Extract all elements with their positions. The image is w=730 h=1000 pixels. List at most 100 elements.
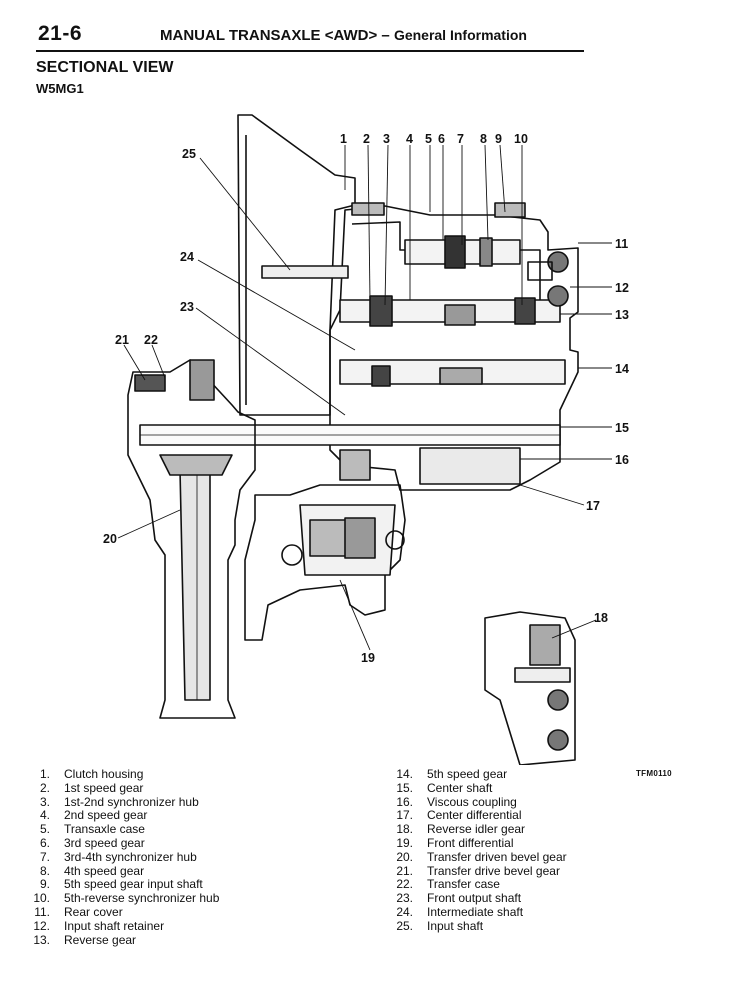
legend-item-number: 1.: [39, 767, 50, 781]
callout-numbers: 1 2 3 4 5 6 7 8 9 10 11 12 13 14 15 16 1…: [103, 132, 629, 665]
legend-item-label: Transfer driven bevel gear: [427, 849, 567, 864]
callout-14: 14: [615, 362, 629, 376]
legend-item: 15. Center shaft: [385, 780, 567, 796]
callout-16: 16: [615, 453, 629, 467]
callout-3: 3: [383, 132, 390, 146]
legend-item-label: 3rd speed gear: [64, 835, 145, 850]
legend-item-label: Transaxle case: [64, 822, 145, 837]
legend-item-label: Clutch housing: [64, 767, 144, 781]
header-title-main: MANUAL TRANSAXLE <AWD>: [160, 27, 378, 44]
legend-item: 22. Transfer case: [385, 878, 567, 892]
legend-item-number: 20.: [396, 849, 413, 864]
callout-15: 15: [615, 421, 629, 435]
callout-19: 19: [361, 651, 375, 665]
legend-item: 17. Center differential: [385, 809, 567, 823]
legend-item-label: 5th speed gear input shaft: [64, 877, 203, 892]
legend-item-number: 2.: [39, 780, 50, 795]
legend-item-number: 24.: [396, 904, 413, 919]
legend-item-number: 22.: [396, 877, 413, 892]
callout-11: 11: [615, 237, 628, 251]
legend-item-number: 12.: [33, 918, 50, 933]
legend-item-number: 10.: [33, 891, 50, 906]
legend-item-number: 9.: [39, 877, 50, 892]
model-code: W5MG1: [36, 81, 84, 96]
legend-item: 20. Transfer driven bevel gear: [385, 849, 567, 865]
legend-item-number: 3.: [39, 794, 50, 809]
callout-21: 21: [115, 333, 129, 347]
legend-right-column: 14. 5th speed gear 15. Center shaft 16. Visco…: [385, 767, 567, 934]
legend-item: 12.Input shaft retainer: [22, 918, 219, 934]
callout-4: 4: [406, 132, 413, 146]
callout-20: 20: [103, 532, 117, 546]
callout-25: 25: [182, 147, 196, 161]
legend-item-number: 23.: [396, 891, 413, 906]
legend-item: 16. Viscous coupling: [385, 794, 567, 810]
legend-item: 1. Clutch housing: [22, 767, 219, 782]
callout-7: 7: [457, 132, 464, 146]
legend-item: 19. Front differential: [385, 835, 567, 851]
legend-item-label: Front differential: [427, 835, 514, 850]
legend-item-label: Transfer drive bevel gear: [427, 863, 560, 878]
legend-item-number: 4.: [39, 808, 50, 823]
legend-item-number: 11.: [34, 904, 50, 919]
legend-item-label: Front output shaft: [427, 891, 522, 906]
callout-5: 5: [425, 132, 432, 146]
transaxle-drawing: [127, 114, 579, 765]
legend-item-label: Transfer case: [427, 877, 500, 892]
legend-item: 5. Transaxle case: [22, 822, 219, 837]
legend-item-number: 19.: [396, 835, 413, 850]
callout-6: 6: [438, 132, 445, 146]
legend-item: 14. 5th speed gear: [385, 767, 567, 782]
legend-item-number: 8.: [39, 863, 50, 878]
legend-item-number: 21.: [396, 863, 413, 878]
legend-item-number: 5.: [39, 822, 50, 837]
legend-item-label: Reverse idler gear: [427, 822, 526, 837]
legend-item: 11. Rear cover: [22, 904, 219, 920]
legend-item-label: Viscous coupling: [427, 794, 517, 809]
header-subtitle: General Information: [393, 27, 527, 43]
legend-item: 10.5th-reverse synchronizer hub: [22, 891, 219, 906]
callout-22: 22: [144, 333, 158, 347]
legend-item-label: Intermediate shaft: [427, 904, 524, 919]
callout-8: 8: [480, 132, 487, 146]
legend-item-label: Input shaft: [427, 918, 484, 933]
legend-item-label: 4th speed gear: [64, 863, 145, 878]
callout-18: 18: [594, 611, 608, 625]
legend-item: 24. Intermediate shaft: [385, 904, 567, 920]
section-title: SECTIONAL VIEW: [36, 59, 174, 76]
header-dash: –: [377, 27, 394, 44]
legend-item: 23. Front output shaft: [385, 891, 567, 906]
legend-item-label: Center differential: [427, 808, 522, 823]
legend-item-number: 7.: [39, 849, 50, 864]
legend-item-label: Center shaft: [427, 780, 493, 795]
callout-9: 9: [495, 132, 502, 146]
legend-item-label: 2nd speed gear: [64, 808, 148, 823]
leader-lines: [117, 144, 612, 651]
callout-13: 13: [615, 308, 629, 322]
legend-item: 21. Transfer drive bevel gear: [385, 863, 567, 879]
callout-17: 17: [586, 499, 600, 513]
legend-item-label: Rear cover: [64, 904, 123, 919]
legend-item-number: 13.: [33, 932, 50, 947]
legend-item: 6. 3rd speed gear: [22, 835, 219, 851]
callout-10: 10: [514, 132, 528, 146]
callout-1: 1: [340, 132, 347, 146]
legend-item-number: 15.: [396, 780, 413, 795]
legend-item: 4. 2nd speed gear: [22, 809, 219, 823]
callout-2: 2: [363, 132, 370, 146]
legend-item-label: 1st speed gear: [64, 780, 144, 795]
legend-item-label: 1st-2nd synchronizer hub: [64, 794, 199, 809]
legend-item: 13.Reverse gear: [22, 932, 219, 948]
legend-left-column: 1. Clutch housing 2. 1st speed gear 3. 1st-2n…: [22, 767, 219, 948]
legend-item-number: 16.: [396, 794, 413, 809]
legend-item-label: 3rd-4th synchronizer hub: [64, 849, 197, 864]
page-header-title: MANUAL TRANSAXLE <AWD> – General Informa…: [160, 27, 527, 44]
legend-item-number: 17.: [396, 808, 413, 823]
legend-item-number: 18.: [396, 822, 413, 837]
legend-item: 25.Input shaft: [385, 918, 567, 934]
legend-item-label: 5th speed gear: [427, 767, 508, 781]
legend-item-number: 14.: [396, 767, 413, 781]
callout-24: 24: [180, 250, 194, 264]
legend-item: 3. 1st-2nd synchronizer hub: [22, 794, 219, 810]
legend-item-number: 6.: [39, 835, 50, 850]
